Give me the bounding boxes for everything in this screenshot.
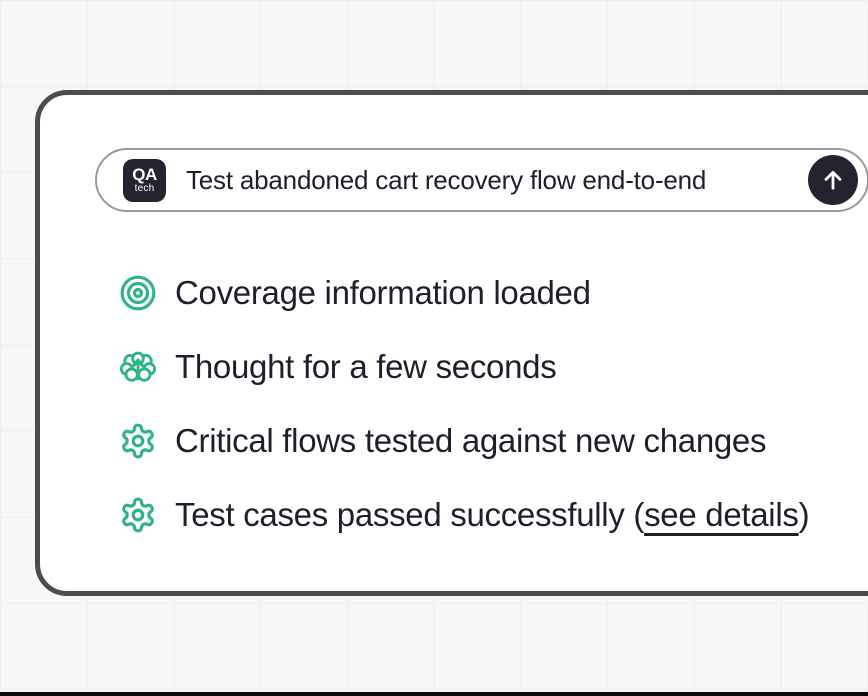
prompt-input[interactable]: QA tech Test abandoned cart recovery flo… — [95, 148, 868, 212]
status-row-critical-flows: Critical flows tested against new change… — [119, 422, 809, 460]
status-text-prefix: Test cases passed successfully ( — [175, 496, 645, 533]
bottom-edge-strip — [0, 692, 868, 696]
qa-tech-logo: QA tech — [123, 158, 166, 202]
gear-icon — [119, 496, 157, 534]
target-icon — [119, 274, 157, 312]
arrow-up-icon — [819, 166, 847, 194]
qa-tech-logo-line1: QA — [132, 165, 157, 184]
submit-button[interactable] — [808, 155, 858, 205]
status-text-suffix: ) — [798, 496, 810, 533]
status-row-coverage: Coverage information loaded — [119, 274, 809, 312]
status-row-test-cases: Test cases passed successfully (see deta… — [119, 496, 810, 534]
status-row-thought: Thought for a few seconds — [119, 348, 809, 386]
prompt-text: Test abandoned cart recovery flow end-to… — [186, 164, 707, 195]
see-details-link[interactable]: see details — [644, 496, 799, 533]
status-text: Test cases passed successfully (see deta… — [175, 496, 810, 534]
status-text: Critical flows tested against new change… — [175, 422, 767, 459]
brain-icon — [119, 348, 157, 386]
gear-icon — [119, 422, 157, 460]
status-list: Coverage information loaded — [119, 274, 810, 534]
status-text: Coverage information loaded — [175, 274, 591, 311]
qa-tech-logo-line2: tech — [134, 183, 155, 194]
status-text: Thought for a few seconds — [175, 348, 557, 385]
chat-result-card: QA tech Test abandoned cart recovery flo… — [35, 90, 868, 596]
